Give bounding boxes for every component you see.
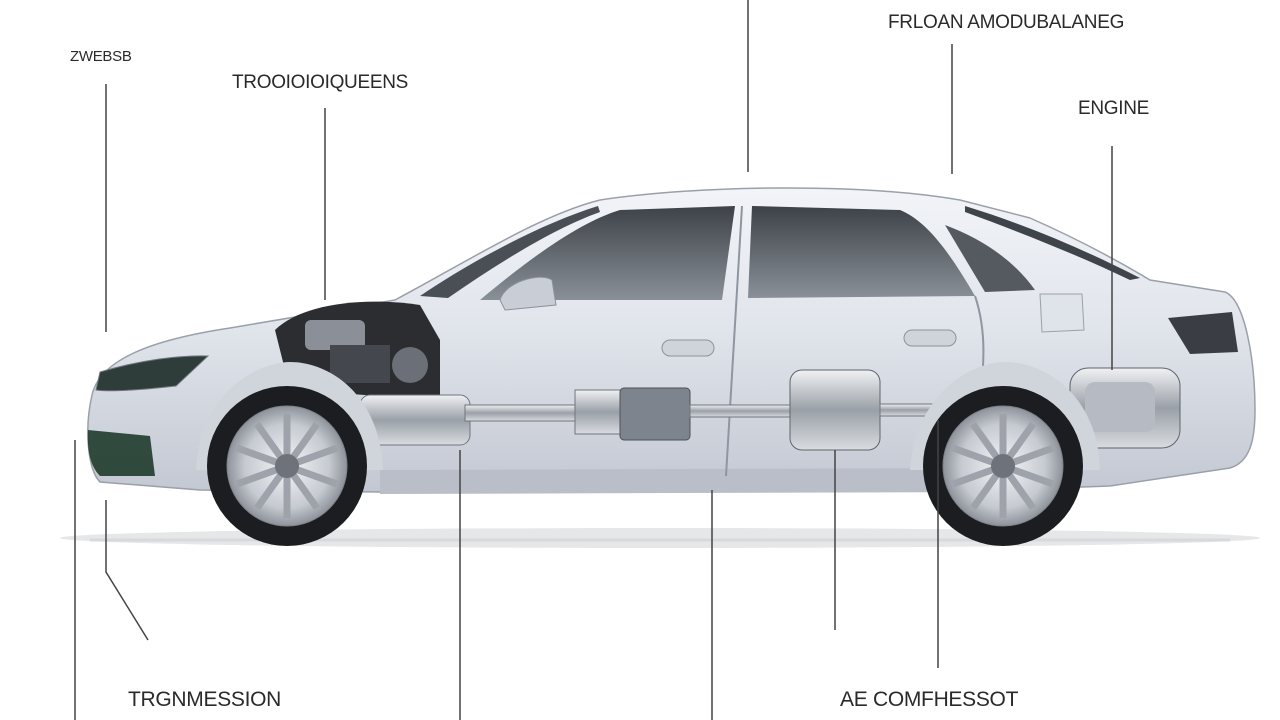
leader-lines	[74, 0, 1113, 720]
front-wheel	[196, 362, 383, 546]
leader-bottom-left-bumper	[105, 500, 149, 641]
fuel-door	[1039, 293, 1085, 333]
front-window	[480, 206, 735, 300]
side-sill	[380, 468, 1000, 494]
rear-door-handle	[903, 329, 957, 347]
headlight	[95, 355, 210, 392]
door-seam-front	[725, 205, 743, 477]
label-ac-compressor: AE COMFHESSOT	[840, 688, 1019, 711]
drivetrain	[359, 369, 941, 451]
label-top-right: FRLOAN AMODUBALANEG	[888, 12, 1125, 33]
label-top-left: ZWEBSB	[70, 48, 132, 65]
label-top-center-left: TROOIOIOIQUEENS	[232, 72, 409, 93]
taillight	[1168, 312, 1238, 354]
windshield	[420, 206, 600, 298]
rear-muffler	[1069, 367, 1181, 449]
front-bumper-grille	[87, 430, 155, 476]
side-mirror	[499, 276, 557, 311]
label-transmission: TRGNMESSION	[128, 688, 282, 711]
label-engine: ENGINE	[1078, 98, 1150, 119]
rear-window	[748, 206, 975, 298]
rear-wheel	[910, 362, 1100, 546]
rear-windshield	[965, 206, 1140, 280]
rear-quarter-window	[945, 225, 1035, 292]
front-door-handle	[661, 339, 715, 357]
ground-shadow	[60, 528, 1260, 548]
